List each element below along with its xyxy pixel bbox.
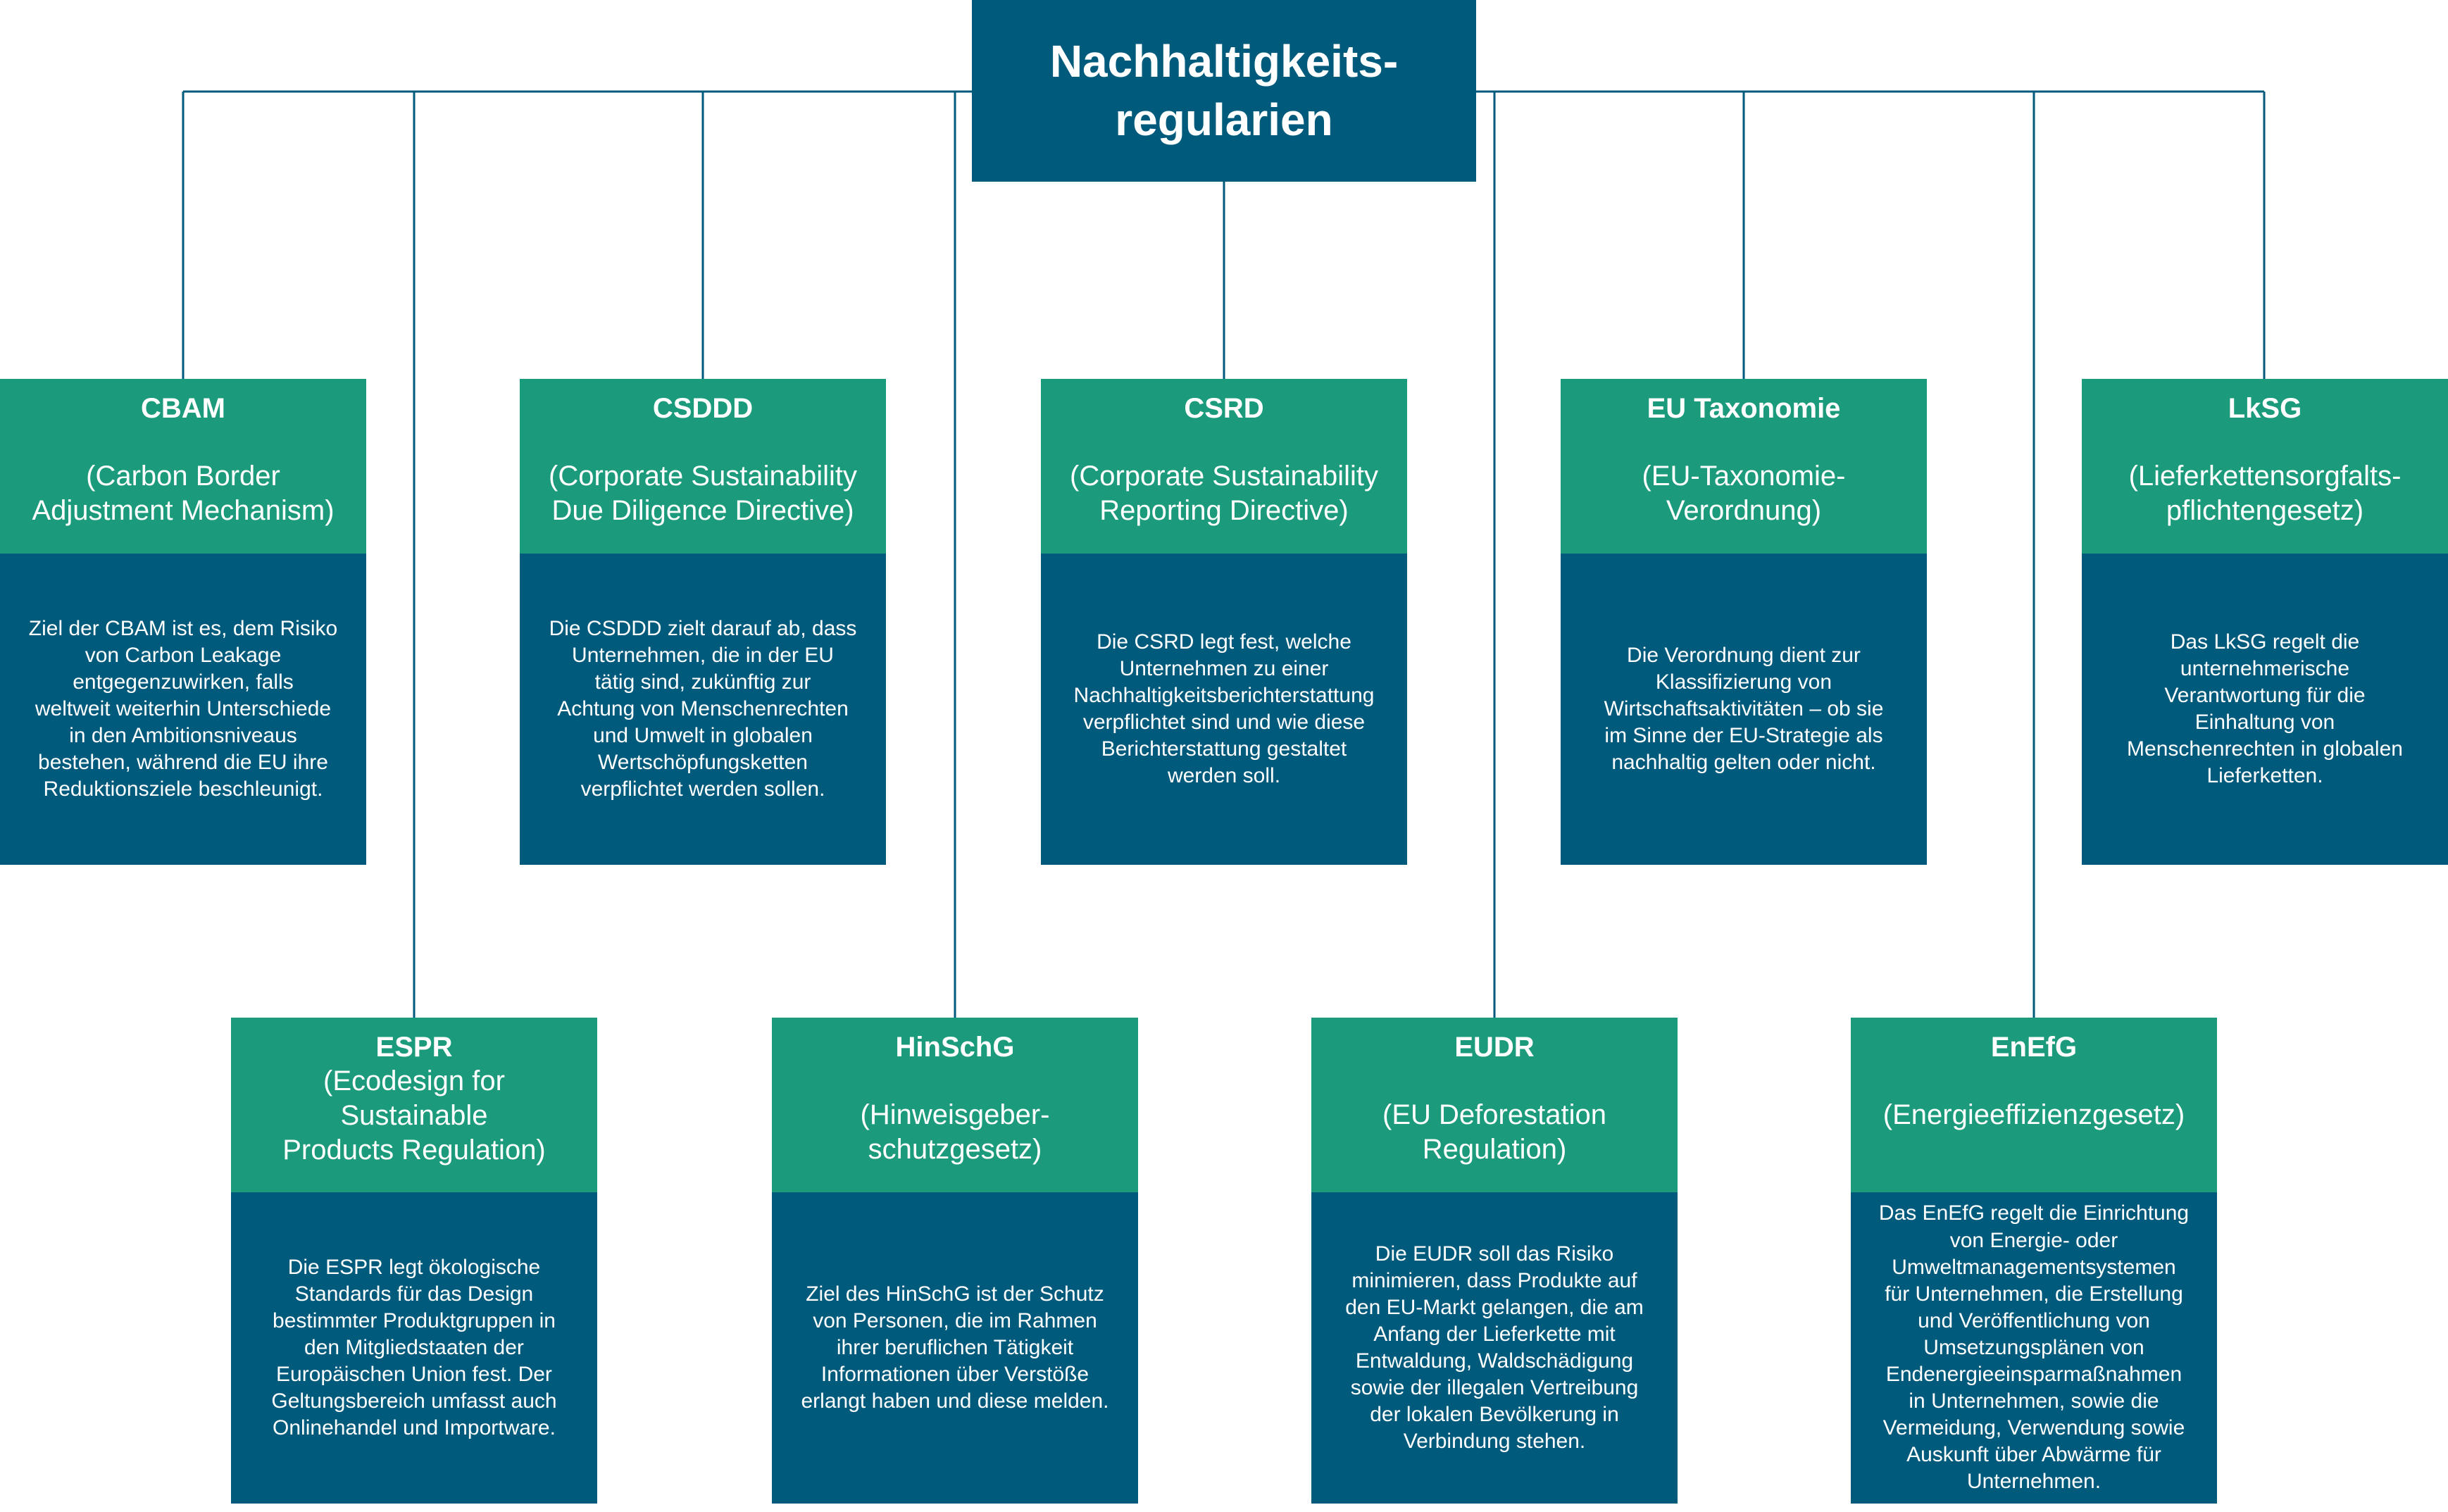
card-body: Das EnEfG regelt die Einrichtung von Ene… [1851,1192,2217,1504]
card-full-name: (Hinweisgeber- schutzgesetz) [860,1099,1050,1165]
card-lksg: LkSG (Lieferkettensorgfalts- pflichtenge… [2082,379,2448,865]
card-body: Das LkSG regelt die unternehmerische Ver… [2082,554,2448,865]
root-title: Nachhaltigkeits- regularien [1049,35,1399,145]
card-full-name: (Corporate Sustainability Reporting Dire… [1070,461,1378,526]
card-body: Ziel des HinSchG ist der Schutz von Pers… [772,1192,1138,1504]
card-header: EnEfG (Energieeffizienzgesetz) [1851,1018,2217,1192]
card-description: Ziel der CBAM ist es, dem Risiko von Car… [28,616,338,801]
card-description: Die EUDR soll das Risiko minimieren, das… [1345,1242,1644,1454]
card-abbreviation: EnEfG [1990,1032,2078,1063]
card-espr: ESPR (Ecodesign for Sustainable Products… [231,1018,597,1504]
card-abbreviation: CSRD [1184,393,1264,424]
card-header: CBAM (Carbon Border Adjustment Mechanism… [0,379,366,554]
card-eudr: EUDR (EU Deforestation Regulation) Die E… [1311,1018,1678,1504]
card-full-name: (EU-Taxonomie- Verordnung) [1642,461,1846,526]
card-body: Die EUDR soll das Risiko minimieren, das… [1311,1192,1678,1504]
card-full-name: (Carbon Border Adjustment Mechanism) [32,461,335,526]
card-full-name: (Corporate Sustainability Due Diligence … [549,461,857,526]
card-eu-taxonomie: EU Taxonomie (EU-Taxonomie- Verordnung) … [1561,379,1927,865]
card-abbreviation: CBAM [141,393,225,424]
card-enefg: EnEfG (Energieeffizienzgesetz) Das EnEfG… [1851,1018,2217,1504]
card-abbreviation: EUDR [1454,1032,1535,1063]
card-csddd: CSDDD (Corporate Sustainability Due Dili… [520,379,886,865]
card-header: LkSG (Lieferkettensorgfalts- pflichtenge… [2082,379,2448,554]
card-header: CSDDD (Corporate Sustainability Due Dili… [520,379,886,554]
card-full-name: (EU Deforestation Regulation) [1382,1099,1606,1165]
card-description: Die CSDDD zielt darauf ab, dass Unterneh… [549,616,857,801]
card-header: CSRD (Corporate Sustainability Reporting… [1041,379,1407,554]
card-abbreviation: CSDDD [652,393,754,424]
card-abbreviation: EU Taxonomie [1647,393,1841,424]
card-full-name: (Energieeffizienzgesetz) [1882,1099,2185,1130]
card-header: ESPR (Ecodesign for Sustainable Products… [231,1018,597,1192]
card-description: Die Verordnung dient zur Klassifizierung… [1604,643,1884,775]
card-body: Ziel der CBAM ist es, dem Risiko von Car… [0,554,366,865]
card-full-name: (Ecodesign for Sustainable Products Regu… [282,1066,546,1166]
card-description: Die CSRD legt fest, welche Unternehmen z… [1073,630,1375,788]
card-body: Die CSDDD zielt darauf ab, dass Unterneh… [520,554,886,865]
card-abbreviation: ESPR [375,1032,453,1063]
card-header: EU Taxonomie (EU-Taxonomie- Verordnung) [1561,379,1927,554]
card-cbam: CBAM (Carbon Border Adjustment Mechanism… [0,379,366,865]
card-body: Die Verordnung dient zur Klassifizierung… [1561,554,1927,865]
card-description: Das EnEfG regelt die Einrichtung von Ene… [1878,1201,2190,1494]
card-abbreviation: HinSchG [895,1032,1015,1063]
card-body: Die ESPR legt ökologische Standards für … [231,1192,597,1504]
card-abbreviation: LkSG [2228,393,2302,424]
card-csrd: CSRD (Corporate Sustainability Reporting… [1041,379,1407,865]
card-description: Die ESPR legt ökologische Standards für … [271,1255,557,1440]
root-node: Nachhaltigkeits- regularien [972,0,1476,182]
card-body: Die CSRD legt fest, welche Unternehmen z… [1041,554,1407,865]
card-header: HinSchG (Hinweisgeber- schutzgesetz) [772,1018,1138,1192]
card-header: EUDR (EU Deforestation Regulation) [1311,1018,1678,1192]
card-description: Ziel des HinSchG ist der Schutz von Pers… [801,1282,1109,1413]
card-description: Das LkSG regelt die unternehmerische Ver… [2127,630,2403,788]
card-hinschg: HinSchG (Hinweisgeber- schutzgesetz) Zie… [772,1018,1138,1504]
card-full-name: (Lieferkettensorgfalts- pflichtengesetz) [2128,461,2402,526]
